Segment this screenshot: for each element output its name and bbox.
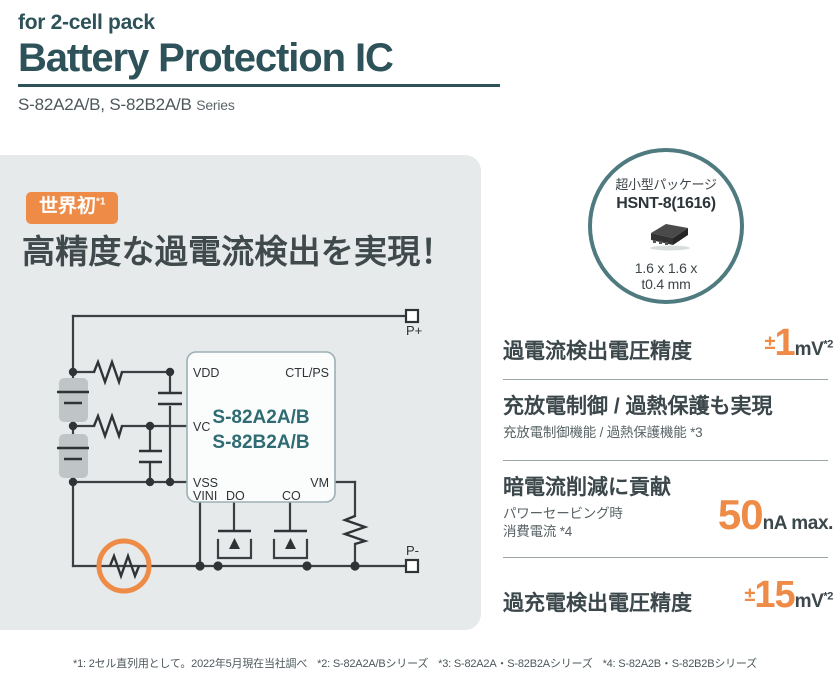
- feature-subtext: 充放電制御機能 / 過熱保護機能 *3: [503, 425, 703, 441]
- pin-label-vc: VC: [193, 420, 210, 434]
- page-header: for 2-cell pack Battery Protection IC S-…: [18, 10, 518, 115]
- feature-note: *2: [823, 590, 833, 603]
- ic-label-line1: S-82A2A/B: [212, 407, 309, 428]
- feature-number: 1: [774, 322, 795, 364]
- feature-item-standby-current: 暗電流削減に貢献 パワーセービング時 消費電流 *4 50nA max.: [503, 475, 833, 541]
- hero-headline: 高精度な過電流検出を実現！: [22, 233, 454, 270]
- battery-cell-symbols: [57, 378, 89, 478]
- package-dimensions-line1: 1.6 x 1.6 x: [634, 260, 698, 276]
- feature-unit-text: mV: [794, 591, 824, 613]
- feature-item-overcharge-accuracy: 過充電検出電圧精度 ±15mV*2: [503, 574, 833, 617]
- pin-label-vini: VINI: [193, 489, 217, 503]
- plus-minus-symbol: ±: [764, 332, 775, 354]
- feature-label: 過充電検出電圧精度: [503, 591, 692, 615]
- footnote-1: *1: 2セル直列用として。2022年5月現在当社調べ: [73, 658, 308, 670]
- worlds-first-badge: 世界初*1: [26, 192, 119, 224]
- header-kicker: for 2-cell pack: [18, 11, 155, 34]
- feature-unit-text: nA max.: [762, 513, 834, 535]
- package-name: HSNT-8(1616): [616, 195, 716, 212]
- mosfet-symbols: [218, 529, 307, 549]
- footnote-3: *3: S-82A2A・S-82B2Aシリーズ: [438, 658, 593, 670]
- terminal-negative-label: P-: [406, 543, 419, 558]
- application-circuit-diagram: S-82A2A/B S-82B2A/B VDD VC VSS VINI DO C…: [40, 300, 460, 605]
- feature-value: ±1: [764, 322, 795, 364]
- series-line: S-82A2A/B, S-82B2A/B Series: [18, 95, 518, 115]
- feature-unit-text: mV: [794, 339, 824, 360]
- junction-dots: [68, 367, 360, 571]
- package-chip-illustration: [592, 217, 740, 256]
- circuit-svg: S-82A2A/B S-82B2A/B VDD VC VSS VINI DO C…: [57, 308, 422, 594]
- feature-value: 50: [718, 491, 764, 538]
- pin-label-vm: VM: [310, 476, 329, 490]
- feature-value-group: ±1mV*2: [764, 322, 833, 365]
- feature-divider-3: [503, 557, 828, 559]
- footnotes: *1: 2セル直列用として。2022年5月現在当社調べ *2: S-82A2A/B…: [0, 655, 840, 671]
- footnote-4: *4: S-82A2B・S-82B2Bシリーズ: [602, 658, 758, 670]
- feature-divider-2: [503, 460, 828, 462]
- feature-subtext-line1: パワーセービング時: [503, 505, 623, 521]
- capacitor-symbols: [139, 391, 182, 464]
- pin-label-vdd: VDD: [193, 366, 219, 380]
- badge-label: 世界初: [39, 196, 97, 217]
- title-underline: [18, 83, 500, 87]
- series-names: S-82A2A/B, S-82B2A/B: [18, 94, 192, 114]
- footnote-2: *2: S-82A2A/Bシリーズ: [317, 658, 429, 670]
- feature-label: 暗電流削減に貢献: [503, 476, 671, 500]
- chip-svg: [650, 224, 690, 251]
- pin-label-ctlps: CTL/PS: [285, 366, 329, 380]
- feature-unit: mV*2: [794, 590, 834, 613]
- feature-unit: mV*2: [794, 338, 834, 360]
- resistor-symbols: [92, 358, 369, 580]
- badge-note: *1: [96, 196, 106, 208]
- highlight-circle-sense-resistor: [96, 538, 152, 594]
- ic-body: [186, 351, 336, 503]
- feature-unit: nA max.: [762, 513, 834, 535]
- terminal-negative-square: [404, 558, 420, 574]
- package-caption: 超小型パッケージ: [615, 177, 717, 192]
- feature-text-group: 暗電流削減に貢献 パワーセービング時 消費電流 *4: [503, 475, 671, 541]
- feature-item-charge-discharge-control: 充放電制御 / 過熱保護も実現 充放電制御機能 / 過熱保護機能 *3: [503, 394, 833, 442]
- feature-value: ±15: [744, 574, 795, 616]
- feature-list: 過電流検出電圧精度 ±1mV*2 充放電制御 / 過熱保護も実現 充放電制御機能…: [503, 322, 833, 617]
- series-suffix: Series: [196, 96, 235, 113]
- feature-value-group: ±15mV*2: [744, 574, 833, 617]
- plus-minus-symbol: ±: [744, 584, 755, 607]
- pin-label-do: DO: [226, 489, 245, 503]
- package-dimensions: 1.6 x 1.6 x t0.4 mm: [592, 260, 740, 292]
- page-title: Battery Protection IC: [18, 36, 394, 81]
- package-dimensions-line2: t0.4 mm: [641, 276, 691, 293]
- pin-label-vss: VSS: [193, 476, 218, 490]
- feature-value-group: 50nA max.: [718, 491, 834, 541]
- feature-number: 15: [754, 574, 795, 617]
- feature-number: 50: [717, 491, 764, 539]
- feature-note: *2: [823, 338, 833, 351]
- terminal-positive-label: P+: [406, 323, 422, 338]
- feature-label: 充放電制御 / 過熱保護も実現: [503, 395, 773, 418]
- feature-subtext-line2: 消費電流 *4: [503, 523, 573, 539]
- pin-label-co: CO: [282, 489, 301, 503]
- terminal-positive-square: [404, 308, 420, 324]
- feature-divider-1: [503, 379, 828, 380]
- ic-label-line2: S-82B2A/B: [212, 432, 309, 453]
- feature-item-overcurrent-accuracy: 過電流検出電圧精度 ±1mV*2: [503, 322, 833, 365]
- feature-label: 過電流検出電圧精度: [503, 339, 692, 363]
- package-callout: 超小型パッケージ HSNT-8(1616) 1.6 x 1.6 x t0.4 m…: [588, 148, 744, 304]
